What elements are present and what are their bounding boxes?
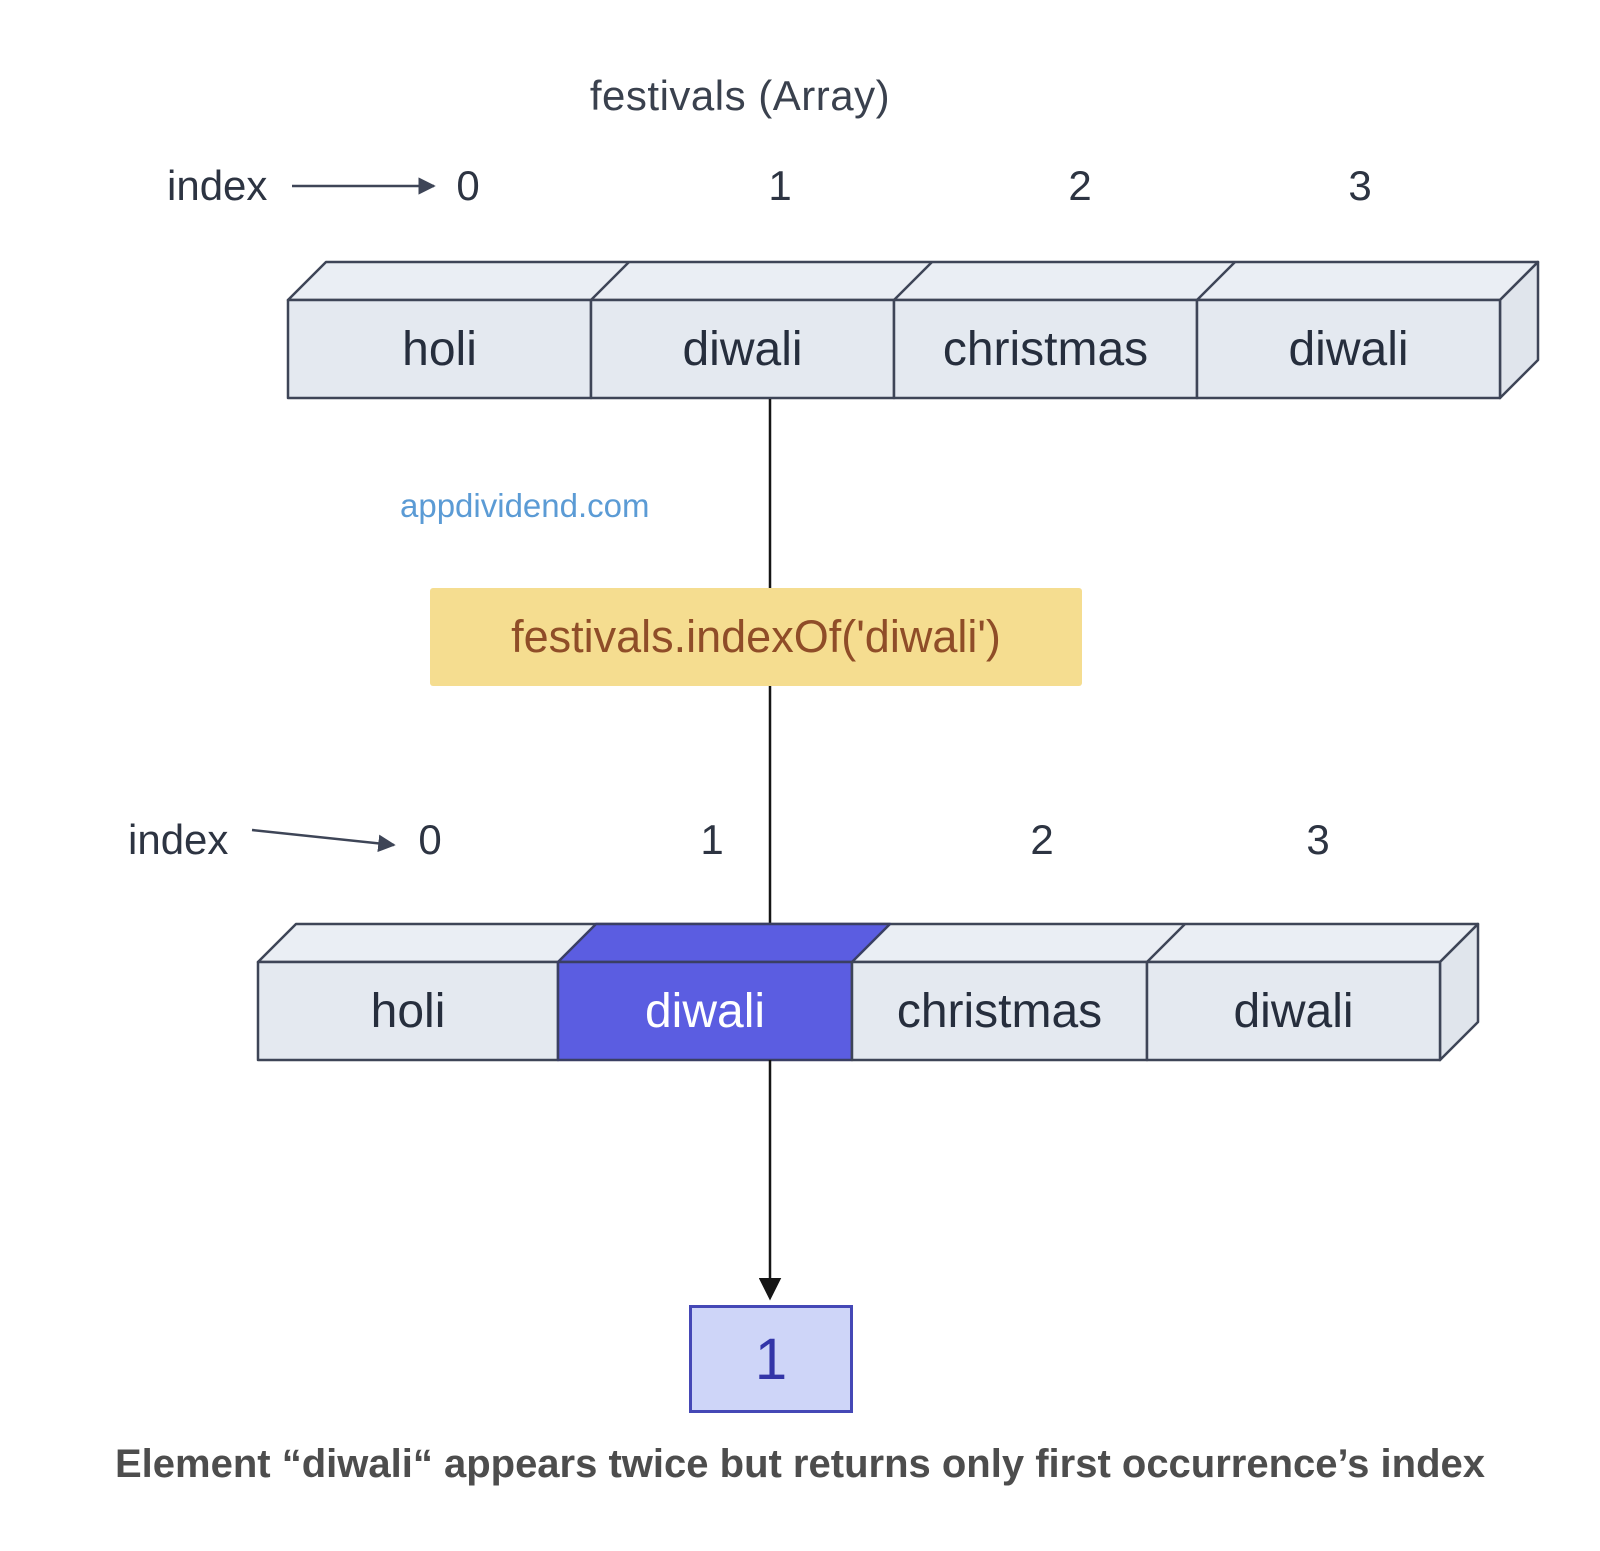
index-num-top-0: 0 xyxy=(456,162,480,209)
array-bottom-3d xyxy=(256,922,1480,1062)
cell-label-top-0: holi xyxy=(402,322,477,376)
watermark-link: appdividend.com xyxy=(400,487,650,524)
index-label-top: index xyxy=(167,162,268,209)
cell-bottom-1-highlighted xyxy=(556,960,854,1062)
index-num-top-3: 3 xyxy=(1348,162,1372,209)
index-num-bottom-2: 2 xyxy=(1030,816,1054,863)
cell-bottom-2 xyxy=(850,960,1149,1062)
cell-bottom-3 xyxy=(1145,960,1442,1062)
array-top-3d xyxy=(286,260,1540,400)
index-num-bottom-0: 0 xyxy=(418,816,442,863)
cell-label-bottom-0: holi xyxy=(370,984,446,1038)
method-call-box: festivals.indexOf('diwali') xyxy=(430,588,1082,686)
index-num-bottom-1: 1 xyxy=(700,816,724,863)
index-num-top-2: 2 xyxy=(1068,162,1092,209)
cell-label-top-2: christmas xyxy=(942,322,1149,376)
index-arrow-bottom xyxy=(251,828,396,853)
cell-label-top-3: diwali xyxy=(1288,322,1409,376)
cell-label-bottom-3: diwali xyxy=(1233,984,1354,1038)
diagram-title: festivals (Array) xyxy=(589,72,891,119)
index-num-top-1: 1 xyxy=(768,162,792,209)
cell-label-bottom-2: christmas xyxy=(896,984,1103,1038)
array-bottom-topface-highlight xyxy=(556,922,892,964)
cell-label-top-1: diwali xyxy=(682,322,803,376)
cell-top-0 xyxy=(286,298,593,400)
cell-top-3 xyxy=(1195,298,1502,400)
result-box: 1 xyxy=(689,1305,853,1413)
cell-label-bottom-1-highlighted: diwali xyxy=(644,984,766,1038)
caption-text: Element “diwali“ appears twice but retur… xyxy=(114,1442,1486,1486)
index-label-bottom: index xyxy=(128,816,229,863)
cell-top-1 xyxy=(589,298,896,400)
index-num-bottom-3: 3 xyxy=(1306,816,1330,863)
cell-bottom-0 xyxy=(256,960,560,1062)
